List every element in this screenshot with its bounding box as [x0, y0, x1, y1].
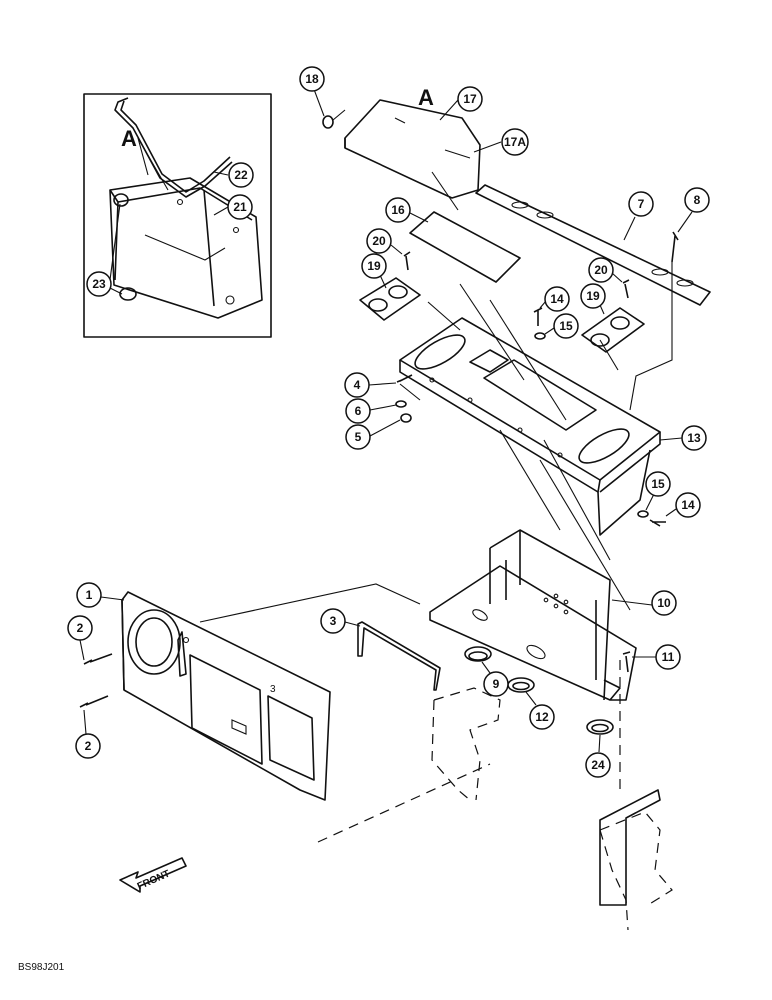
front-panel: 3: [121, 591, 331, 801]
callout-20-right: 20: [588, 257, 623, 283]
callout-24: 24: [585, 734, 611, 778]
svg-text:15: 15: [559, 319, 573, 333]
callout-6: 6: [345, 398, 397, 424]
svg-text:3: 3: [330, 614, 337, 628]
washer: [395, 400, 407, 408]
svg-text:1: 1: [86, 588, 93, 602]
svg-text:13: 13: [687, 431, 701, 445]
bolt: [396, 374, 413, 383]
console-tray: [399, 317, 661, 536]
svg-text:14: 14: [550, 292, 564, 306]
callout-18: 18: [299, 66, 325, 117]
grommet: [464, 646, 492, 662]
callout-23: 23: [86, 203, 123, 297]
svg-text:17: 17: [463, 92, 477, 106]
panel-mark: 3: [270, 684, 276, 695]
screw: [403, 251, 411, 271]
svg-text:2: 2: [85, 739, 92, 753]
callout-10: 10: [611, 590, 677, 616]
svg-text:5: 5: [355, 430, 362, 444]
svg-text:17A: 17A: [504, 135, 526, 149]
callout-15-lower: 15: [645, 471, 671, 511]
screw: [671, 231, 679, 263]
svg-text:11: 11: [662, 650, 675, 664]
callout-4: 4: [344, 372, 397, 398]
callout-3: 3: [320, 608, 361, 634]
armrest-pad: A: [344, 85, 481, 199]
svg-text:7: 7: [638, 197, 645, 211]
callout-9: 9: [481, 661, 509, 697]
console-frame: [429, 529, 637, 701]
svg-text:14: 14: [681, 498, 695, 512]
svg-text:9: 9: [493, 677, 500, 691]
svg-text:22: 22: [234, 168, 248, 182]
svg-text:6: 6: [355, 404, 362, 418]
callout-14-lower: 14: [665, 492, 701, 518]
trim-strip: [475, 184, 711, 306]
callout-20-left: 20: [366, 228, 403, 255]
callout-8: 8: [677, 187, 710, 233]
screw: [622, 279, 630, 299]
nut: [400, 413, 412, 423]
callout-11: 11: [632, 644, 681, 670]
svg-text:16: 16: [391, 203, 405, 217]
svg-text:15: 15: [651, 477, 665, 491]
svg-text:24: 24: [591, 758, 605, 772]
svg-text:18: 18: [305, 72, 319, 86]
switch-housing-left: [359, 277, 421, 321]
callout-12: 12: [525, 691, 555, 730]
svg-text:4: 4: [354, 378, 361, 392]
bolt: [533, 307, 543, 326]
callout-2-lower: 2: [75, 709, 101, 759]
front-arrow-icon: FRONT: [119, 857, 187, 893]
callout-14-upper: 14: [539, 286, 570, 312]
switch-housing-right: [581, 307, 645, 353]
washer: [637, 510, 649, 518]
callout-2-upper: 2: [67, 615, 93, 661]
svg-text:19: 19: [586, 289, 600, 303]
detail-label-inset: A: [121, 126, 137, 151]
screw: [322, 109, 346, 129]
callout-7: 7: [623, 191, 654, 241]
bracket: [357, 621, 441, 691]
callout-22: 22: [213, 162, 254, 188]
bolt: [79, 695, 109, 708]
callout-17: 17: [439, 86, 483, 121]
callout-1: 1: [76, 582, 125, 608]
drawing-code: BS98J201: [18, 962, 65, 973]
bolt: [649, 519, 666, 527]
callout-21: 21: [213, 194, 253, 220]
callout-5: 5: [345, 419, 401, 450]
leader-lines: [199, 171, 673, 623]
callout-19-left: 19: [361, 253, 387, 289]
callout-17a: 17A: [473, 128, 529, 156]
washer: [534, 332, 546, 340]
svg-text:19: 19: [367, 259, 381, 273]
callout-15-upper: 15: [544, 313, 579, 339]
grommet: [586, 719, 614, 735]
screw: [622, 651, 631, 673]
svg-text:20: 20: [372, 234, 386, 248]
callout-16: 16: [385, 197, 429, 223]
detail-inset-box: A: [83, 93, 272, 338]
cab-post: [599, 789, 661, 906]
svg-text:20: 20: [594, 263, 608, 277]
callout-19-right: 19: [580, 283, 606, 315]
cab-outline: [317, 660, 673, 931]
svg-text:8: 8: [694, 193, 701, 207]
svg-text:10: 10: [657, 596, 671, 610]
svg-text:21: 21: [233, 200, 247, 214]
cover-plate: [409, 211, 521, 283]
callout-13: 13: [659, 425, 707, 451]
detail-label-main: A: [418, 85, 434, 110]
svg-text:2: 2: [77, 621, 84, 635]
front-label: FRONT: [136, 868, 172, 892]
bolt: [83, 653, 113, 665]
svg-text:23: 23: [92, 277, 106, 291]
grommet: [507, 677, 535, 693]
svg-text:12: 12: [535, 710, 549, 724]
